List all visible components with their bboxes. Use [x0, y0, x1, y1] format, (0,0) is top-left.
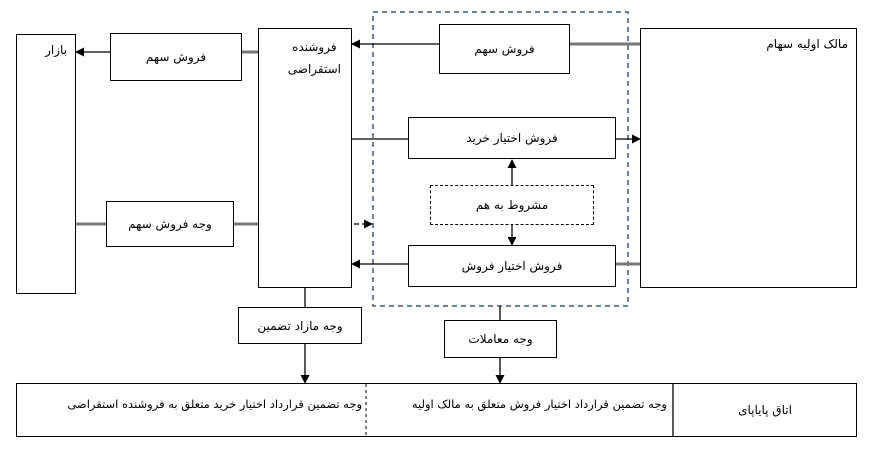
call-option-sale-label: فروش اختیار خرید [466, 131, 558, 145]
margin-original-owner-label: وجه تضمین قرارداد اختیار فروش متعلق به م… [411, 397, 667, 411]
conditional-node: مشروط به هم [430, 185, 594, 225]
clearing-bar [16, 383, 857, 437]
transaction-funds-label: وجه معاملات [468, 332, 533, 346]
original-owner-label: مالک اولیه سهام [766, 37, 848, 51]
call-option-sale-node: فروش اختیار خرید [408, 117, 616, 159]
short-seller-node: فروشنده استقراضی [258, 28, 352, 288]
market-label: بازار [45, 43, 67, 57]
short-seller-label: فروشنده استقراضی [287, 40, 341, 76]
sell-share-right-label: فروش سهم [474, 42, 535, 56]
put-option-sale-node: فروش اختیار فروش [408, 245, 616, 287]
share-sale-proceeds-node: وجه فروش سهم [106, 201, 234, 247]
share-sale-proceeds-label: وجه فروش سهم [128, 217, 212, 231]
excess-margin-label: وجه مازاد تضمین [257, 318, 343, 333]
sell-share-left-node: فروش سهم [110, 33, 242, 81]
excess-margin-node: وجه مازاد تضمین [238, 307, 362, 344]
sell-share-left-label: فروش سهم [145, 50, 207, 64]
put-option-sale-label: فروش اختیار فروش [461, 259, 563, 273]
clearing-house-label: اتاق پایاپای [738, 403, 792, 417]
original-owner-node: مالک اولیه سهام [640, 28, 857, 288]
market-node: بازار [16, 34, 76, 294]
conditional-label: مشروط به هم [475, 198, 549, 212]
sell-share-right-node: فروش سهم [439, 24, 570, 74]
margin-short-seller-label: وجه تضمین قرارداد اختیار خرید متعلق به ف… [67, 397, 362, 411]
transaction-funds-node: وجه معاملات [444, 320, 557, 358]
